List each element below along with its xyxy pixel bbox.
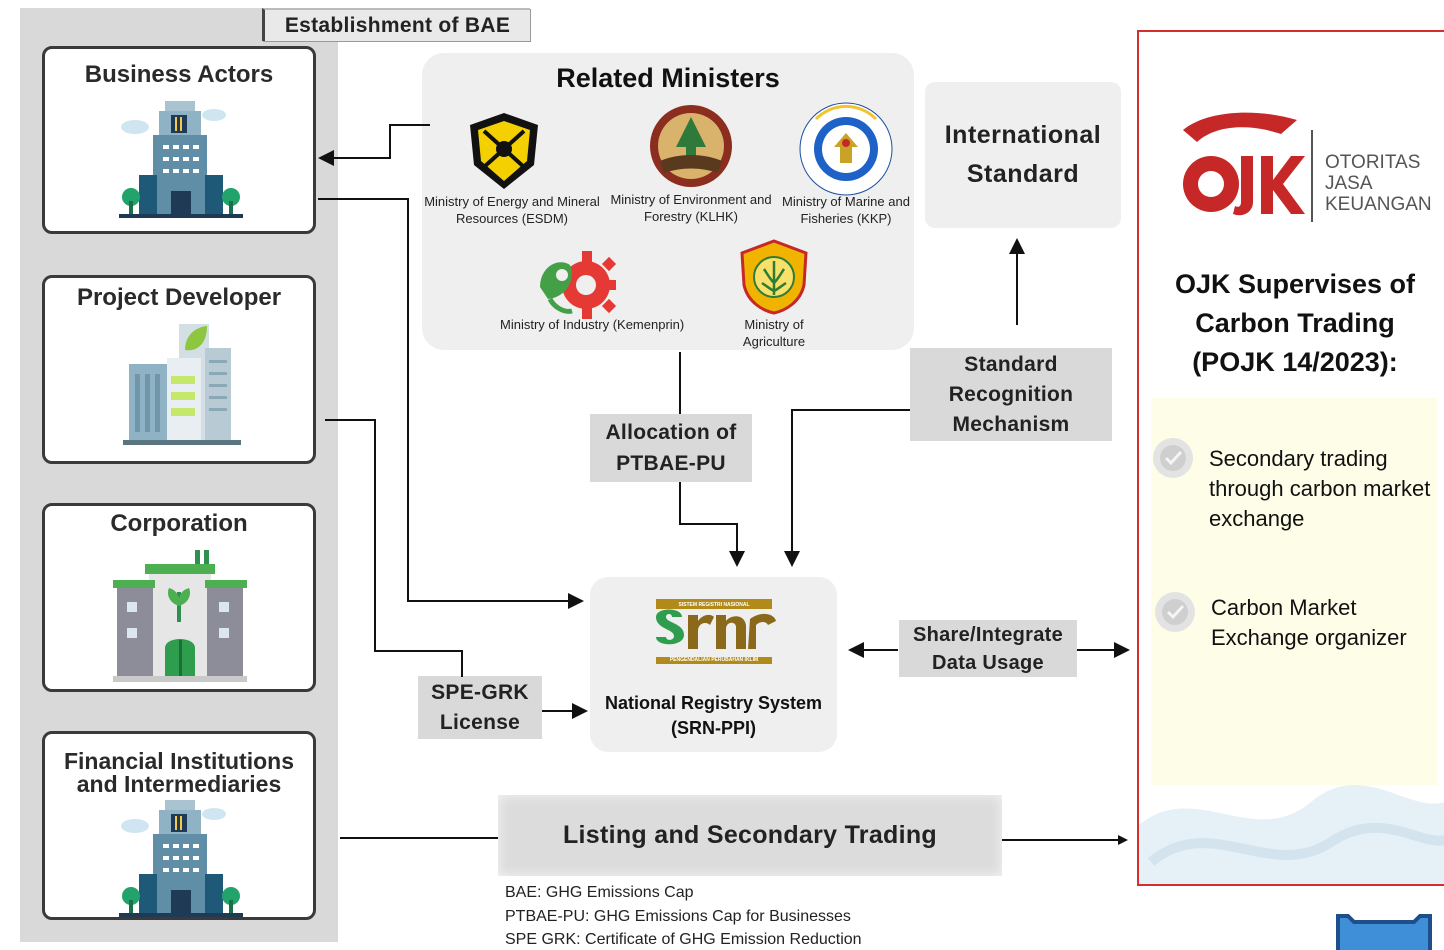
check-circle-icon bbox=[1155, 592, 1195, 632]
ojk-title-line: (POJK 14/2023): bbox=[1192, 347, 1398, 377]
legend-item: PTBAE-PU: GHG Emissions Cap for Business… bbox=[505, 908, 851, 925]
ojk-title: OJK Supervises of Carbon Trading (POJK 1… bbox=[1139, 265, 1444, 382]
ojk-item-text: Secondary trading through carbon market … bbox=[1209, 446, 1431, 531]
srn-line: National Registry System bbox=[604, 693, 823, 713]
spe-grk-tag: SPE-GRK License bbox=[418, 676, 542, 739]
ojk-logo-text: OTORITAS JASA KEUANGAN bbox=[1325, 152, 1432, 215]
industry-gear-icon bbox=[540, 251, 617, 319]
allocation-tag: Allocation of PTBAE-PU bbox=[590, 414, 752, 482]
intl-line: Standard bbox=[966, 160, 1080, 188]
tag-line: Share/Integrate bbox=[912, 623, 1064, 646]
listing-trading-box: Listing and Secondary Trading bbox=[498, 795, 1002, 876]
agriculture-emblem-icon bbox=[740, 239, 808, 315]
tag-line: Data Usage bbox=[932, 651, 1044, 674]
wave-pattern-icon bbox=[1139, 784, 1444, 884]
ojk-panel: OTORITAS JASA KEUANGAN OJK Supervises of… bbox=[1137, 30, 1444, 886]
srn-logo-icon bbox=[656, 609, 776, 649]
intl-line: International bbox=[944, 121, 1102, 150]
esdm-emblem-icon bbox=[470, 113, 538, 189]
actor-title: Financial Institutions and Intermediarie… bbox=[63, 748, 294, 798]
minister-label: Ministry of Environment and Forestry (KL… bbox=[610, 192, 772, 224]
ojk-logo-line: JASA bbox=[1325, 173, 1373, 194]
folder-icon bbox=[1336, 914, 1432, 950]
ojk-item-text: Carbon Market Exchange organizer bbox=[1211, 595, 1407, 650]
legend-item: BAE: GHG Emissions Cap bbox=[505, 884, 694, 901]
corporate-building-icon bbox=[113, 550, 247, 682]
ministers-title: Related Ministers bbox=[556, 63, 780, 93]
srn-label: National Registry System (SRN-PPI) bbox=[590, 691, 837, 741]
kkp-emblem-icon bbox=[799, 102, 893, 196]
tag-line: License bbox=[439, 710, 521, 734]
legend-item: SPE GRK: Certificate of GHG Emission Red… bbox=[505, 931, 862, 948]
minister-label: Ministry of Energy and Mineral Resources… bbox=[424, 194, 600, 226]
klhk-emblem-icon bbox=[650, 105, 732, 187]
tag-line: SPE-GRK bbox=[431, 680, 529, 704]
green-building-icon bbox=[123, 324, 241, 445]
ojk-title-line: Carbon Trading bbox=[1195, 308, 1395, 338]
actor-title: Project Developer bbox=[76, 284, 282, 311]
ojk-logo-line: OTORITAS bbox=[1325, 152, 1421, 173]
srn-box: SISTEM REGISTRI NASIONAL PENGENDALIAN PE… bbox=[590, 577, 837, 752]
ojk-items-panel bbox=[1151, 398, 1437, 785]
actor-card-financial: Financial Institutions and Intermediarie… bbox=[42, 731, 316, 920]
tag-line: Mechanism bbox=[952, 412, 1070, 436]
ojk-logo-line: KEUANGAN bbox=[1325, 194, 1432, 215]
check-circle-icon bbox=[1153, 438, 1193, 478]
tag-line: Recognition bbox=[948, 382, 1074, 406]
srn-logo-bottom: PENGENDALIAN PERUBAHAN IKLIM bbox=[656, 657, 772, 664]
ministers-panel: Related Ministers Ministry of Energy and… bbox=[422, 53, 914, 350]
office-tower-icon bbox=[119, 101, 243, 218]
tag-line: PTBAE-PU bbox=[616, 452, 726, 475]
ojk-logo-divider bbox=[1311, 130, 1313, 222]
actor-card-corporation: Corporation bbox=[42, 503, 316, 692]
minister-label: Ministry of Agriculture bbox=[742, 317, 806, 349]
international-standard-box: International Standard bbox=[925, 82, 1121, 228]
share-data-tag: Share/Integrate Data Usage bbox=[899, 620, 1077, 677]
tag-line: Standard bbox=[964, 352, 1058, 376]
standard-recognition-tag: Standard Recognition Mechanism bbox=[910, 348, 1112, 441]
bae-tag: Establishment of BAE bbox=[262, 8, 530, 41]
actor-card-developer: Project Developer bbox=[42, 275, 316, 464]
actor-title: Corporation bbox=[110, 510, 248, 537]
srn-line: (SRN-PPI) bbox=[671, 718, 756, 738]
ojk-title-line: OJK Supervises of bbox=[1174, 269, 1416, 299]
minister-label: Ministry of Marine and Fisheries (KKP) bbox=[782, 194, 910, 226]
actor-title: Business Actors bbox=[84, 61, 274, 88]
minister-label: Ministry of Industry (Kemenprin) bbox=[500, 317, 685, 332]
ojk-logo-icon bbox=[1183, 112, 1305, 216]
tag-line: Allocation of bbox=[605, 421, 737, 444]
actor-card-business: Business Actors bbox=[42, 46, 316, 234]
office-tower-icon bbox=[119, 800, 243, 917]
srn-logo-top: SISTEM REGISTRI NASIONAL bbox=[656, 599, 772, 609]
